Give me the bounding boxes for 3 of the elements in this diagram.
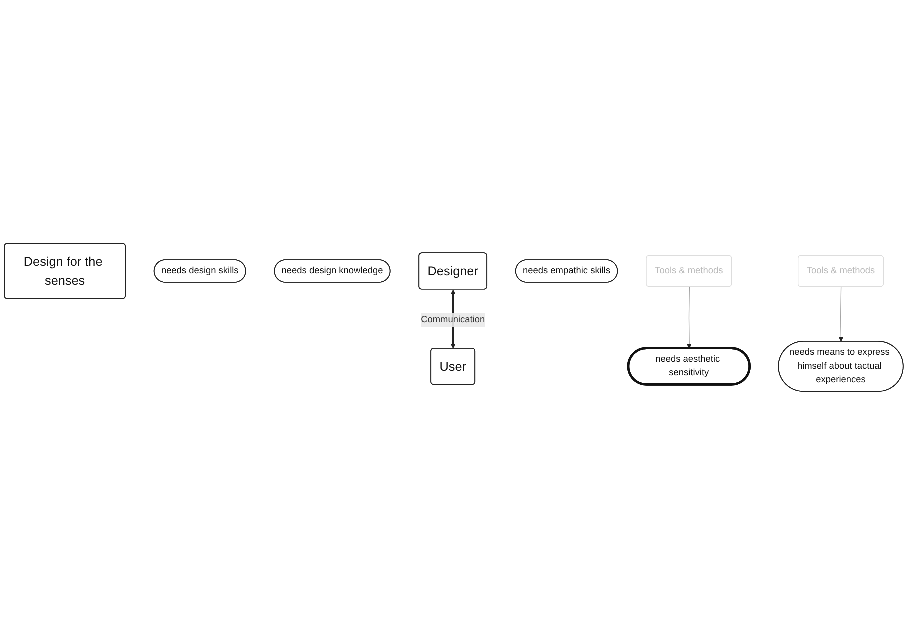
edge-label: Communication (421, 314, 486, 325)
arrow (838, 286, 844, 342)
arrow (686, 286, 692, 349)
